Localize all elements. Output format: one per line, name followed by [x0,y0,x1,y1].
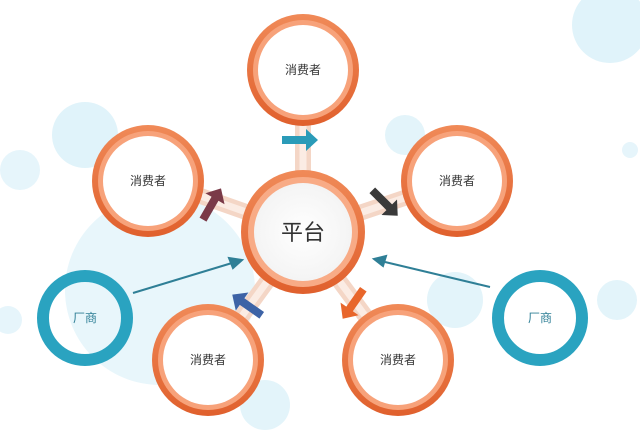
flow-arrow-bottom-right-icon [340,286,367,319]
hub-label: 平台 [281,221,325,246]
bubble [622,142,638,158]
bubble [427,272,483,328]
vendor-left-line [132,262,233,294]
bubble [0,150,40,190]
vendor-left-arrowhead [227,256,245,270]
consumer-label: 消费者 [439,174,475,188]
bubble [572,0,640,63]
consumer-node-right: 消费者 [401,125,513,237]
consumer-node-bottom-right: 消费者 [342,304,454,416]
hub-node: 平台 [241,170,365,294]
consumer-label: 消费者 [190,353,226,367]
bubble [597,280,637,320]
flow-arrow-right-icon [369,187,398,216]
vendor-right-line [384,261,491,288]
vendor-label: 厂商 [528,310,552,325]
vendor-label: 厂商 [73,310,97,325]
consumer-node-left: 消费者 [92,125,204,237]
consumer-label: 消费者 [130,174,166,188]
consumer-node-top: 消费者 [247,14,359,126]
consumer-label: 消费者 [380,353,416,367]
bubble [0,306,22,334]
vendor-node-left: 厂商 [37,270,133,366]
vendor-connectors [132,254,491,294]
flow-arrow-bottom-left-icon [232,292,265,319]
flow-arrow-top-icon [282,129,318,151]
vendor-node-right: 厂商 [492,270,588,366]
vendor-right-arrowhead [371,254,388,268]
flow-arrow-left-icon [199,188,225,222]
consumer-label: 消费者 [285,63,321,77]
consumer-node-bottom-left: 消费者 [152,304,264,416]
